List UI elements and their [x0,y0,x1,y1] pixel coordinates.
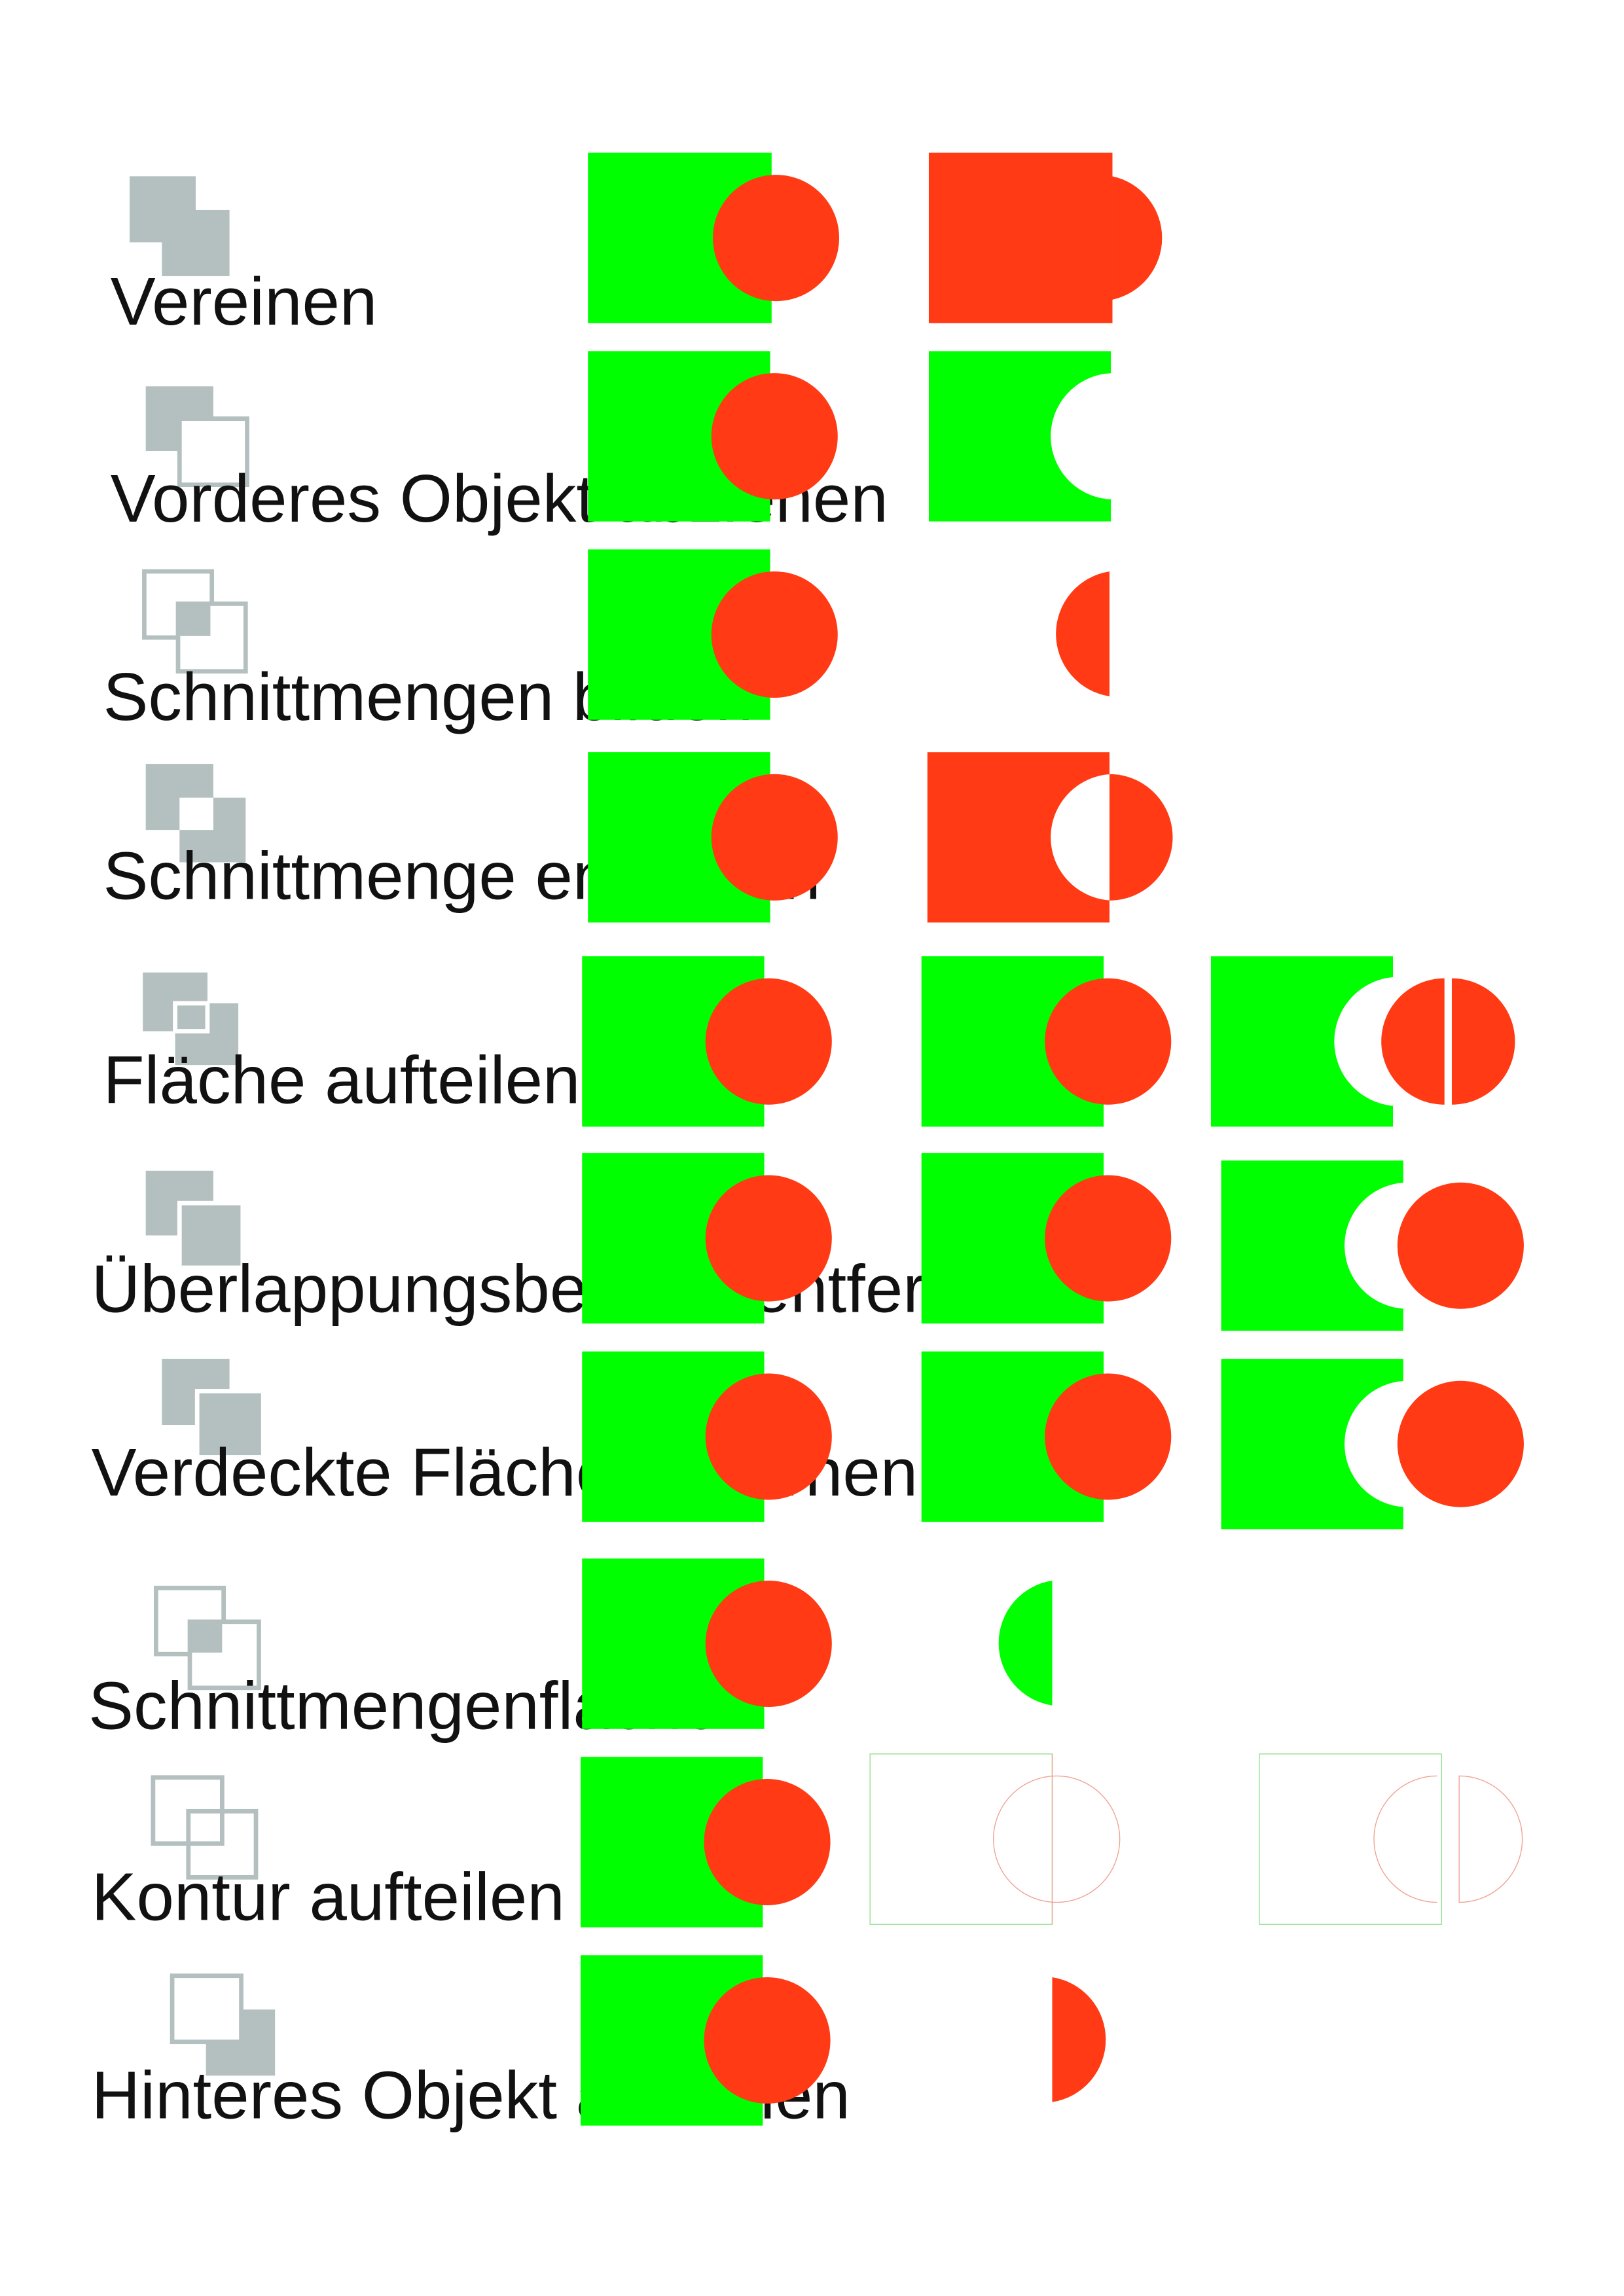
row-outline: Kontur aufteilen [92,1753,1523,1934]
source-shapes [581,1757,831,1928]
result-outline-separated [1259,1753,1523,1925]
intersect-icon[interactable] [142,569,248,674]
row-divide: Fläche aufteilen [103,956,1515,1127]
source-shapes [582,1558,832,1729]
result-divide-grouped [921,956,1172,1127]
source-shapes [588,752,838,923]
row-minus-front: Vorderes Objekt abziehen [111,351,1111,536]
result-intersect [1056,571,1110,696]
operation-label: Überlappungsbereich entfernen [92,1251,1038,1326]
source-shapes [582,1153,832,1324]
result-merge-separated [1221,1359,1524,1530]
operation-label: Kontur aufteilen [92,1859,565,1934]
source-shapes [582,956,832,1127]
operation-label: Vereinen [111,264,378,339]
divide-icon[interactable] [143,972,239,1066]
row-intersect: Schnittmengen bilden [103,549,1110,734]
result-divide-separated [1210,956,1515,1127]
result-merge-grouped [921,1351,1172,1522]
crop-icon[interactable] [154,1585,261,1691]
unite-icon[interactable] [129,176,230,276]
row-crop: Schnittmengenfläche [88,1558,1053,1744]
merge-icon[interactable] [162,1359,266,1460]
source-shapes [582,1351,832,1522]
minus-front-icon[interactable] [145,386,249,488]
result-crop [998,1580,1053,1706]
result-exclude [927,752,1173,923]
source-shapes [581,1955,831,2126]
row-minus-back: Hinteres Objekt abziehen [92,1955,1106,2132]
row-merge: Verdeckte Fläche entfernen [92,1351,1524,1530]
source-shapes [588,549,838,720]
result-outline-grouped [869,1753,1121,1925]
exclude-icon[interactable] [145,764,246,863]
row-exclude: Schnittmenge entfernen [103,752,1173,923]
result-trim-separated [1221,1160,1524,1331]
trim-icon[interactable] [145,1170,245,1270]
minus-back-icon[interactable] [170,1973,276,2076]
result-minus-back [1052,1977,1106,2102]
row-unite: Vereinen [111,152,1163,339]
source-shapes [588,152,840,323]
operation-label: Fläche aufteilen [103,1043,581,1118]
result-unite [928,152,1163,323]
row-trim: Überlappungsbereich entfernen [92,1153,1524,1331]
result-trim-grouped [921,1153,1172,1324]
outline-icon[interactable] [151,1775,259,1880]
result-minus-front [928,351,1111,522]
source-shapes [588,351,838,522]
